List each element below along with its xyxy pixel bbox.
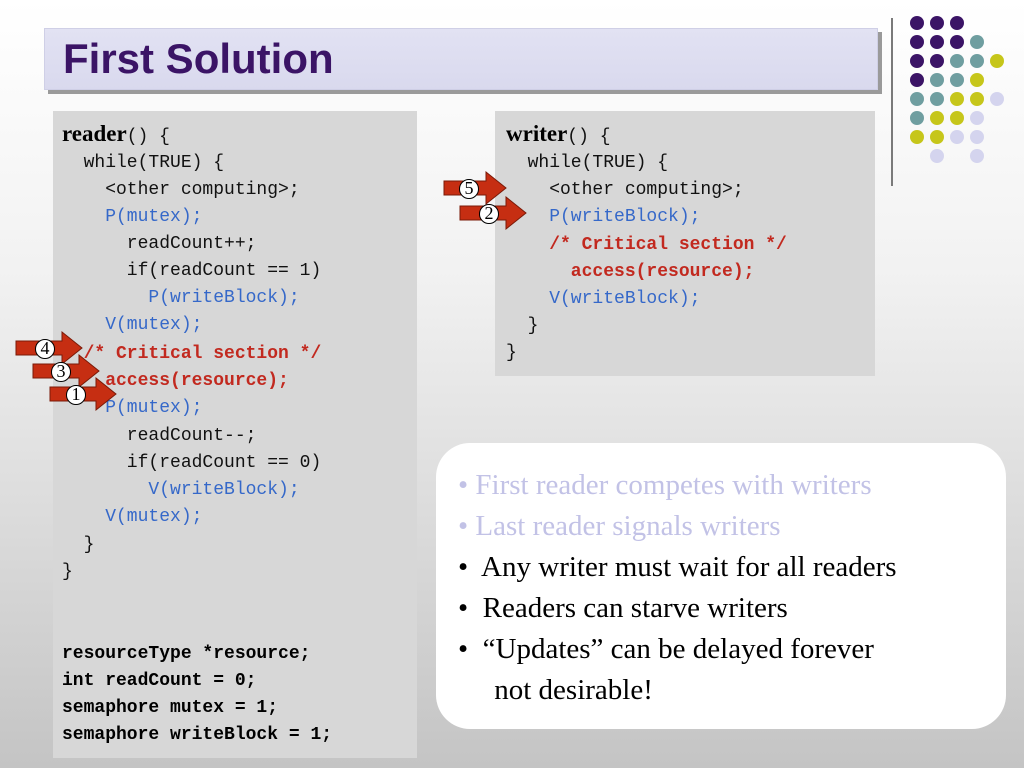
title-bar: First Solution — [44, 28, 878, 90]
code-line: P(writeBlock); — [62, 288, 300, 308]
dot — [910, 130, 924, 144]
step-arrow-4: 4 — [15, 330, 96, 367]
dot — [930, 92, 944, 106]
code-line: } — [62, 535, 95, 555]
dot — [930, 73, 944, 87]
reader-signature: reader() { — [62, 120, 170, 151]
writer-signature-suffix: () { — [567, 127, 611, 147]
code-line: P(writeBlock); — [506, 207, 701, 227]
dot — [950, 35, 964, 49]
bullet-item: • Last reader signals writers — [458, 510, 781, 542]
code-line: <other computing>; — [62, 180, 300, 200]
code-line: } — [62, 562, 73, 582]
code-line-critical-section: /* Critical section */ — [506, 235, 787, 255]
bullet-item-continuation: not desirable! — [458, 674, 653, 706]
code-line: while(TRUE) { — [506, 153, 669, 173]
code-line-access-resource: access(resource); — [62, 371, 289, 391]
code-line: if(readCount == 1) — [62, 261, 322, 281]
dot — [930, 54, 944, 68]
bullet-item: • “Updates” can be delayed forever — [458, 633, 874, 665]
dot — [970, 54, 984, 68]
dot — [950, 92, 964, 106]
code-line: V(mutex); — [62, 507, 203, 527]
step-number: 3 — [51, 362, 71, 382]
notes-callout: • First reader competes with writers • L… — [436, 443, 1006, 729]
code-line: V(mutex); — [62, 315, 203, 335]
dot — [990, 54, 1004, 68]
code-line: V(writeBlock); — [506, 289, 701, 309]
dot — [930, 16, 944, 30]
step-number: 4 — [35, 339, 55, 359]
step-arrow-3: 3 — [32, 353, 113, 390]
dot — [970, 111, 984, 125]
step-arrow-5: 5 — [443, 170, 524, 207]
dot — [930, 130, 944, 144]
step-number: 5 — [459, 179, 479, 199]
code-line: while(TRUE) { — [62, 153, 225, 173]
code-line: } — [506, 343, 517, 363]
dot — [970, 92, 984, 106]
bullet-item: • First reader competes with writers — [458, 469, 872, 501]
writer-signature: writer() { — [506, 120, 611, 151]
writer-code-panel: writer() { while(TRUE) { <other computin… — [495, 111, 875, 376]
writer-function-name: writer — [506, 121, 568, 146]
dot — [970, 130, 984, 144]
declaration-line: semaphore mutex = 1; — [62, 698, 279, 718]
step-arrow-1: 1 — [49, 376, 130, 413]
divider-line — [891, 18, 893, 186]
dot — [950, 16, 964, 30]
step-number: 1 — [66, 385, 86, 405]
dot — [970, 149, 984, 163]
dot — [910, 73, 924, 87]
dot — [910, 111, 924, 125]
code-line: P(mutex); — [62, 207, 203, 227]
decorative-dot-grid — [900, 14, 1020, 174]
code-line: if(readCount == 0) — [62, 453, 322, 473]
dot — [930, 149, 944, 163]
slide-title: First Solution — [63, 35, 334, 82]
step-number: 2 — [479, 204, 499, 224]
dot — [950, 73, 964, 87]
code-line: V(writeBlock); — [62, 480, 300, 500]
arrow-right-icon — [459, 195, 527, 231]
dot — [930, 35, 944, 49]
declaration-line: resourceType *resource; — [62, 644, 311, 664]
dot — [910, 16, 924, 30]
declaration-line: int readCount = 0; — [62, 671, 257, 691]
dot — [930, 111, 944, 125]
declaration-line: semaphore writeBlock = 1; — [62, 725, 333, 745]
dot — [910, 54, 924, 68]
reader-function-name: reader — [62, 121, 127, 146]
code-line-access-resource: access(resource); — [506, 262, 755, 282]
bullet-item: • Any writer must wait for all readers — [458, 551, 897, 583]
dot — [950, 111, 964, 125]
dot — [970, 35, 984, 49]
arrow-right-icon — [49, 376, 117, 412]
dot — [950, 130, 964, 144]
code-line: } — [506, 316, 539, 336]
bullet-item: • Readers can starve writers — [458, 592, 788, 624]
code-line: readCount++; — [62, 234, 257, 254]
dot — [970, 73, 984, 87]
code-line-critical-section: /* Critical section */ — [62, 344, 322, 364]
code-line: readCount--; — [62, 426, 257, 446]
step-arrow-2: 2 — [459, 195, 540, 232]
dot — [910, 35, 924, 49]
code-line: <other computing>; — [506, 180, 744, 200]
dot — [950, 54, 964, 68]
reader-signature-suffix: () { — [126, 127, 170, 147]
reader-code-panel: reader() { while(TRUE) { <other computin… — [53, 111, 417, 758]
dot — [910, 92, 924, 106]
dot — [990, 92, 1004, 106]
code-line: P(mutex); — [62, 398, 203, 418]
